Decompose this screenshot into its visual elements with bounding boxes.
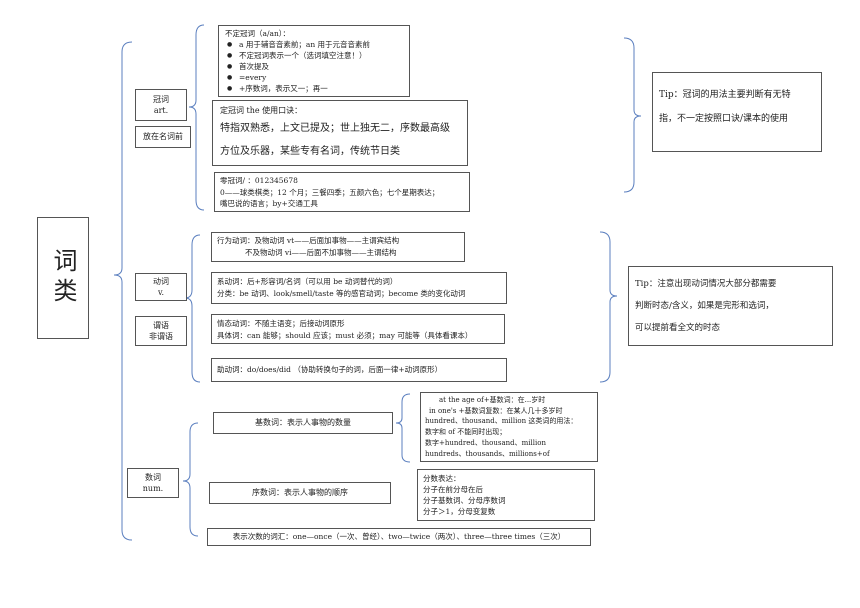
- cardinal-details-box: at the age of+基数词：在...岁时 in one's +基数词复数…: [420, 392, 598, 462]
- root-label: 词类: [49, 248, 77, 308]
- ordinal-label: 序数词：表示人事物的顺序: [252, 488, 348, 497]
- modal-verb-line: 情态动词：不随主语变；后接动词原形: [217, 319, 345, 328]
- ordinal-details-box: 分数表达： 分子在前分母在后 分子基数词、分母序数词 分子＞1，分母变复数: [417, 469, 595, 521]
- ordinal-detail: 分子＞1，分母变复数: [423, 507, 496, 516]
- indefinite-item: +序数词，表示又一；再一: [225, 83, 403, 94]
- verb-brace: [184, 234, 201, 383]
- ordinal-detail: 分数表达：: [423, 474, 461, 483]
- zero-line: 零冠词/ ：012345678: [220, 176, 298, 185]
- indefinite-item: 不定冠词表示一个（选词填空注意！）: [225, 50, 403, 61]
- ordinal-node: 序数词：表示人事物的顺序: [209, 482, 391, 504]
- cardinal-detail: in one's +基数词复数：在某人几十多岁时: [429, 406, 563, 415]
- linking-verb-box: 系动词：后+形容词/名词（可以用 be 动词替代的词） 分类：be 动词、loo…: [211, 272, 507, 304]
- times-node: 表示次数的词汇：one—once（一次、曾经）、two—twice（两次）、th…: [207, 528, 591, 546]
- cardinal-detail: 数字+hundred、thousand、million: [425, 438, 546, 447]
- auxiliary-verb-line: 助动词：do/does/did （协助转换句子的词，后面一律+动词原形）: [217, 365, 443, 374]
- linking-verb-line: 系动词：后+形容词/名词（可以用 be 动词替代的词）: [217, 277, 398, 286]
- indefinite-article-box: 不定冠词（a/an）： a 用于辅音音素前；an 用于元音音素前 不定冠词表示一…: [218, 25, 410, 97]
- article-tip-brace: [623, 37, 642, 193]
- ordinal-detail: 分子在前分母在后: [423, 485, 483, 494]
- cardinal-detail: 数字和 of 不能同时出现；: [425, 428, 507, 437]
- definite-line: 方位及乐器，某些专有名词，传统节日类: [220, 146, 400, 157]
- zero-line: 0——球类棋类；12 个月；三餐四季；五颜六色；七个星期表达；: [220, 187, 440, 197]
- modal-verb-box: 情态动词：不随主语变；后接动词原形 具体词：can 能够；should 应该；m…: [211, 314, 505, 344]
- article-tip-line: 指，不一定按照口诀/课本的使用: [659, 114, 789, 124]
- zero-article-box: 零冠词/ ：012345678 0——球类棋类；12 个月；三餐四季；五颜六色；…: [214, 172, 470, 212]
- cardinal-detail: at the age of+基数词：在...岁时: [439, 396, 546, 404]
- root-node: 词类: [37, 217, 89, 339]
- times-label: 表示次数的词汇：one—once（一次、曾经）、two—twice（两次）、th…: [232, 532, 566, 541]
- verb-tip-line: 判断时态/含义，如果是完形和选词，: [635, 301, 774, 311]
- indefinite-item: a 用于辅音音素前；an 用于元音音素前: [225, 39, 403, 50]
- verb-label-cn: 动词: [153, 277, 169, 286]
- definite-line: 特指双熟悉，上文已提及；世上独无二，序数最高级: [220, 123, 450, 134]
- ordinal-detail: 分子基数词、分母序数词: [423, 496, 506, 505]
- verb-tip-line: 可以提前看全文的时态: [635, 323, 721, 333]
- article-brace: [188, 24, 205, 211]
- auxiliary-verb-box: 助动词：do/does/did （协助转换句子的词，后面一律+动词原形）: [211, 358, 507, 382]
- zero-line: 嘴巴说的语言；by+交通工具: [220, 199, 318, 208]
- cardinal-detail: hundred、thousand、million 这类词的用法：: [425, 417, 578, 426]
- action-verb-line: 行为动词：及物动词 vt——后面加事物——主谓宾结构: [217, 236, 400, 245]
- numeral-label-en: num.: [142, 484, 164, 493]
- action-verb-line: 不及物动词 vi——后面不加事物——主谓结构: [245, 248, 397, 257]
- indefinite-item: 首次提及: [225, 61, 403, 72]
- numeral-brace: [182, 422, 199, 537]
- cardinal-detail: hundreds、thousands、millions+of: [425, 449, 550, 458]
- predicate-label: 谓语: [153, 321, 169, 330]
- verb-tip-brace: [599, 231, 618, 383]
- non-predicate-label: 非谓语: [149, 332, 173, 341]
- cardinal-label: 基数词：表示人事物的数量: [255, 418, 351, 427]
- linking-verb-line: 分类：be 动词、look/smell/taste 等的感官动词；become …: [217, 289, 466, 298]
- verb-label-node: 动词 v.: [135, 273, 187, 301]
- article-position-label: 放在名词前: [143, 132, 183, 141]
- cardinal-node: 基数词：表示人事物的数量: [213, 412, 393, 434]
- predicate-label-node: 谓语 非谓语: [135, 316, 187, 346]
- root-brace: [113, 41, 133, 541]
- cardinal-brace: [395, 393, 411, 463]
- modal-verb-line: 具体词：can 能够；should 应该；must 必须；may 可能等（具体看…: [217, 331, 473, 340]
- article-tip-box: Tip：冠词的用法主要判断有无特 指，不一定按照口诀/课本的使用: [652, 72, 822, 152]
- article-label-en: art.: [153, 106, 169, 115]
- article-label-node: 冠词 art.: [135, 89, 187, 121]
- article-tip-line: Tip：冠词的用法主要判断有无特: [659, 90, 791, 100]
- verb-label-en: v.: [157, 288, 165, 297]
- action-verb-box: 行为动词：及物动词 vt——后面加事物——主谓宾结构 不及物动词 vi——后面不…: [211, 232, 465, 262]
- article-label-cn: 冠词: [153, 95, 169, 104]
- definite-title: 定冠词 the 使用口诀：: [220, 106, 303, 115]
- numeral-label-cn: 数词: [145, 473, 161, 482]
- definite-article-box: 定冠词 the 使用口诀： 特指双熟悉，上文已提及；世上独无二，序数最高级 方位…: [212, 100, 468, 166]
- indefinite-title: 不定冠词（a/an）：: [225, 29, 291, 38]
- indefinite-item: =every: [225, 72, 403, 83]
- verb-tip-box: Tip：注意出现动词情况大部分都需要 判断时态/含义，如果是完形和选词， 可以提…: [628, 266, 833, 346]
- article-position-node: 放在名词前: [135, 126, 191, 148]
- numeral-label-node: 数词 num.: [127, 468, 179, 498]
- verb-tip-line: Tip：注意出现动词情况大部分都需要: [635, 279, 777, 289]
